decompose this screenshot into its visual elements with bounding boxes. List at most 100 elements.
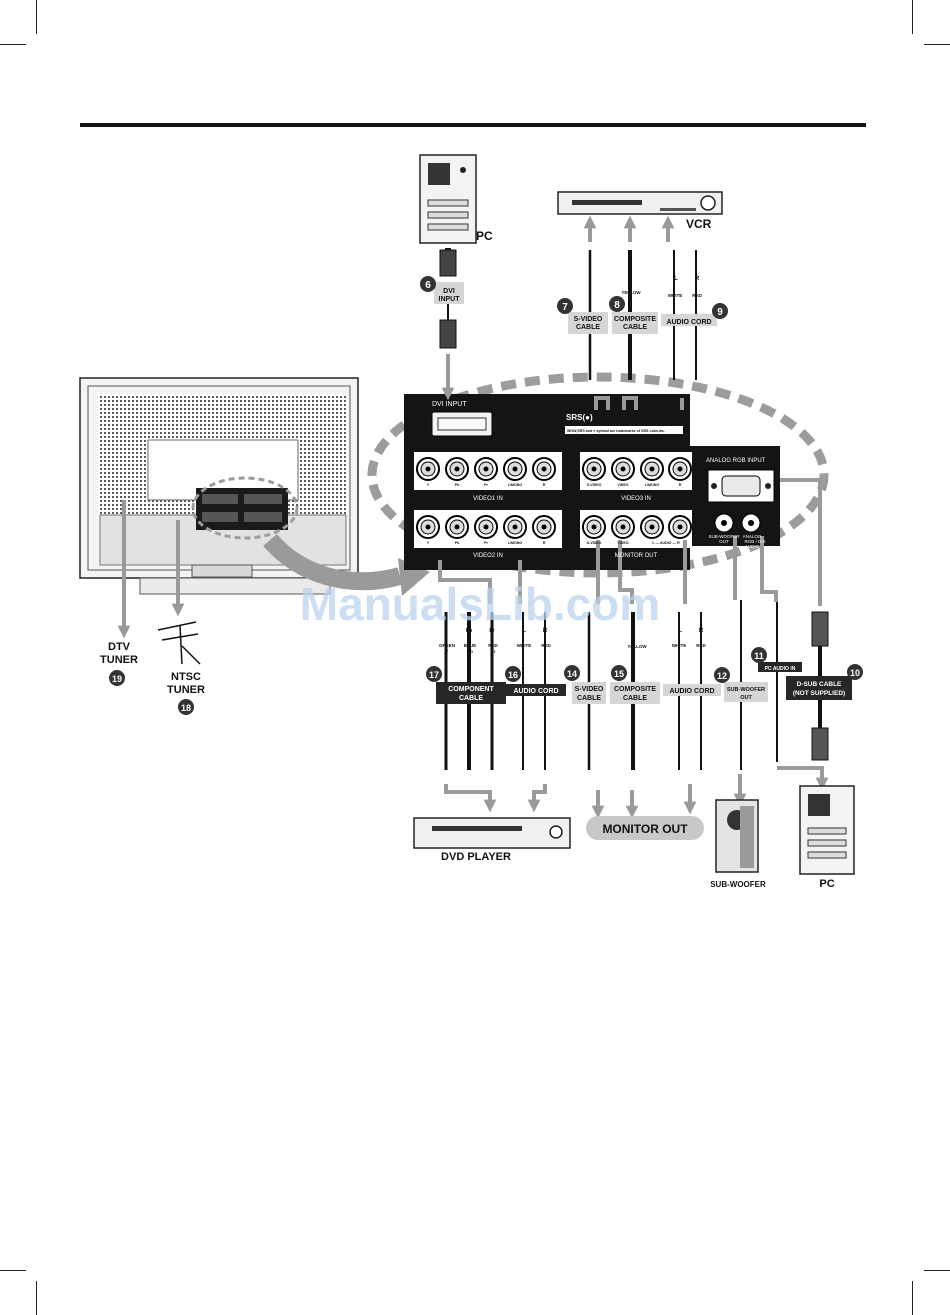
video3-in-label: VIDEO3 IN: [621, 496, 651, 502]
c9-tag-l: WHITE: [668, 293, 683, 298]
dtv-tuner-label-1: DTV: [108, 641, 131, 653]
video2-jack-0-pin: [425, 524, 431, 530]
analog-audio-label-1: ANALOG: [743, 534, 762, 539]
badge-12: 12: [717, 671, 727, 681]
mon-audio-tag-l: WHITE: [672, 643, 687, 648]
c15-label-2: CABLE: [623, 695, 647, 702]
c17-tag-red-pr: Pr: [491, 649, 496, 654]
antenna-icon: [157, 621, 201, 665]
video1-jack-l: L/MONO: [508, 483, 523, 487]
c12-label-2: OUT: [740, 695, 752, 701]
c11-label: PC AUDIO IN: [765, 666, 796, 672]
video2-jack-4-pin: [541, 524, 547, 530]
mon-audio-label: AUDIO CORD: [669, 688, 714, 695]
video2-jack-pb: Pb: [455, 541, 460, 545]
c8-tag: YELLOW: [621, 290, 641, 295]
header-rule: [80, 123, 866, 127]
video1-jack-r: R: [543, 483, 546, 487]
rca-jack-group: [416, 457, 692, 539]
c15-tag: YELLOW: [627, 644, 647, 649]
c9-plug-r: R: [695, 276, 700, 282]
badge-16: 16: [508, 670, 518, 680]
pc-top-label: PC: [476, 229, 493, 243]
badge-9: 9: [717, 307, 723, 318]
crop-mark-br-h: [924, 1270, 950, 1271]
video3-jack-1-pin: [620, 466, 626, 472]
video1-jack-3-pin: [512, 466, 518, 472]
video2-jack-3-pin: [512, 524, 518, 530]
video3-jack-svideo: S-VIDEO: [587, 483, 602, 487]
video3-jack-2-pin: [649, 466, 655, 472]
video1-jack-pr: Pr: [484, 483, 488, 487]
pc-bottom-label: PC: [819, 878, 834, 890]
c6-label-2: INPUT: [439, 296, 461, 303]
video2-jack-2-pin: [483, 524, 489, 530]
video1-jack-1-pin: [454, 466, 460, 472]
mon-audio-tag-r: RED: [696, 643, 706, 648]
video2-in-label: VIDEO2 IN: [473, 553, 503, 559]
c9-label: AUDIO CORD: [666, 319, 711, 326]
sub-woofer-label: SUB-WOOFER: [710, 880, 766, 889]
crop-mark-tl-v: [36, 0, 37, 34]
video2-jack-y: Y: [427, 541, 430, 545]
badge-10: 10: [850, 668, 860, 678]
c14-label-1: S-VIDEO: [575, 686, 604, 693]
c15-label-1: COMPOSITE: [614, 686, 656, 693]
video3-jack-0-pin: [591, 466, 597, 472]
dvd-player-label: DVD PLAYER: [441, 851, 511, 863]
number-badges: [109, 276, 863, 715]
c7-label-2: CABLE: [576, 324, 600, 331]
video1-jack-y: Y: [427, 483, 430, 487]
c17-plug-y: Y: [444, 628, 448, 634]
c17-tag-blue: BLUE: [464, 643, 476, 648]
badge-19: 19: [112, 674, 122, 684]
crop-mark-bl-v: [36, 1281, 37, 1315]
badge-18: 18: [181, 703, 191, 713]
ntsc-tuner-label-1: NTSC: [171, 671, 201, 683]
cable-label-boxes: [434, 282, 852, 704]
c17-label-1: COMPONENT: [448, 686, 494, 693]
badge-14: 14: [567, 669, 577, 679]
c7-label-1: S-VIDEO: [574, 316, 603, 323]
monitor-out-label: MONITOR OUT: [602, 822, 688, 836]
dvd-player-device: [413, 817, 571, 849]
srs-notice: WOW,SRS and ● symbol are trademarks of S…: [567, 429, 665, 433]
dvi-input-label: DVI INPUT: [432, 401, 467, 408]
analog-audio-label-3: AUDIO: [745, 544, 760, 549]
analog-rgb-input-label: ANALOG RGB INPUT: [706, 458, 766, 464]
badge-11: 11: [754, 651, 764, 661]
srs-logo: SRS(●): [566, 413, 593, 422]
badge-6: 6: [425, 280, 431, 291]
crop-mark-tr-v: [912, 0, 913, 34]
c17-tag-green-y: Y: [445, 649, 448, 654]
c16-label: AUDIO CORD: [513, 688, 558, 695]
ntsc-tuner-label-2: TUNER: [167, 684, 205, 696]
vcr-device: [557, 191, 723, 215]
pc-bottom-device: [799, 785, 855, 875]
crop-mark-br-v: [912, 1281, 913, 1315]
monitor-out-badge: [586, 816, 704, 840]
monitor-jack-2-pin: [649, 524, 655, 530]
dtv-tuner-label-2: TUNER: [100, 654, 138, 666]
zoom-arrow: [263, 533, 403, 591]
video1-in-label: VIDEO1 IN: [473, 496, 503, 502]
video3-jack-l: L/MONO: [645, 483, 660, 487]
c10-label-1: D-SUB CABLE: [797, 681, 842, 688]
badge-15: 15: [614, 669, 624, 679]
c8-label-1: COMPOSITE: [614, 316, 656, 323]
video3-jack-r: R: [679, 483, 682, 487]
c16-plug-r: R: [543, 628, 548, 634]
monitor-jack-3-pin: [677, 524, 683, 530]
subwoofer-out-label-2: OUT: [719, 539, 729, 544]
c16-tag-l: WHITE: [517, 643, 532, 648]
crop-mark-tl-h: [0, 44, 26, 45]
monitor-jack-svideo: S-VIDEO: [587, 541, 602, 545]
c12-label-1: SUB-WOOFER: [727, 687, 765, 693]
crop-mark-tr-h: [924, 44, 950, 45]
mon-audio-plug-l: L: [678, 628, 682, 634]
video3-jack-3-pin: [677, 466, 683, 472]
video2-jack-l: L/MONO: [508, 541, 523, 545]
monitor-jack-audio: L — AUDIO — R: [652, 541, 680, 545]
